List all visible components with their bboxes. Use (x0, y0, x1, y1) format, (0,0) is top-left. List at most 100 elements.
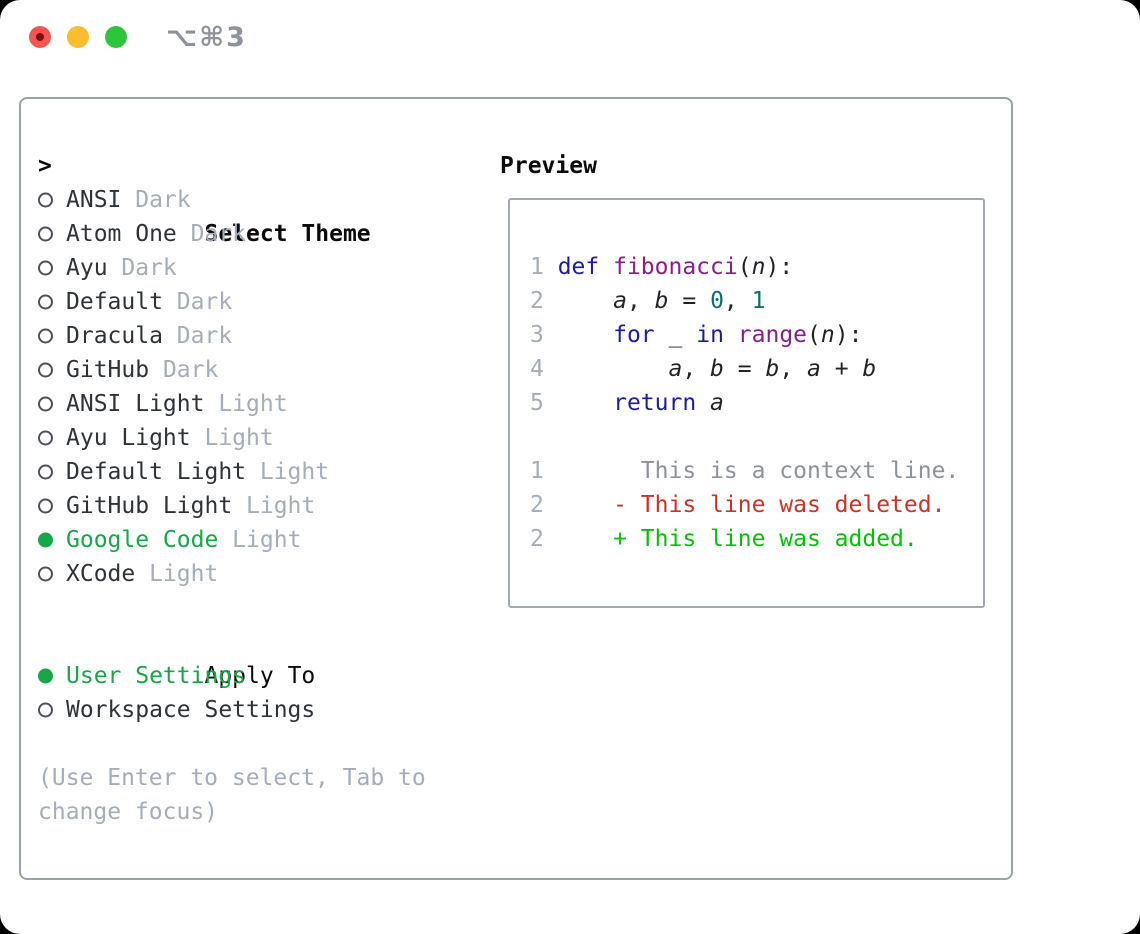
apply-option-user-settings[interactable]: User Settings (38, 659, 478, 693)
code-token: , (626, 288, 655, 314)
code-token (558, 322, 613, 348)
theme-option-default[interactable]: Default Dark (38, 285, 478, 319)
preview-line: 3 for _ in range(n): (530, 318, 983, 352)
radio-icon (38, 464, 53, 480)
theme-option-xcode[interactable]: XCode Light (38, 557, 478, 591)
code-token: def (557, 254, 614, 280)
select-theme-title: Select Theme (204, 221, 371, 247)
code-token: + This line was added. (557, 526, 918, 552)
minimize-button[interactable] (67, 26, 89, 48)
code-token: + (820, 356, 863, 382)
radio-icon (38, 294, 53, 310)
theme-option-ayu[interactable]: Ayu Dark (38, 251, 478, 285)
line-number: 2 (530, 526, 558, 552)
code-token: in (696, 322, 724, 348)
theme-option-default-light[interactable]: Default Light Light (38, 455, 478, 489)
radio-icon (38, 362, 53, 378)
code-token (558, 288, 613, 314)
preview-line: 1 def fibonacci(n): (530, 250, 983, 284)
code-token: range (737, 322, 808, 348)
code-token: _ (668, 322, 683, 348)
theme-variant: Light (246, 459, 330, 485)
hint-line: (Use Enter to select, Tab to (38, 765, 426, 791)
code-token: ( (807, 322, 821, 348)
code-token: b (862, 356, 877, 382)
apply-to-title: Apply To (204, 663, 316, 689)
radio-icon (38, 226, 53, 242)
theme-name: Ayu (66, 255, 108, 281)
theme-option-github-light[interactable]: GitHub Light Light (38, 489, 478, 523)
radio-icon (38, 192, 53, 208)
code-token (655, 322, 669, 348)
preview-line: 5 return a (530, 386, 983, 420)
theme-variant: Dark (149, 357, 219, 383)
theme-name: ANSI Light (66, 391, 205, 417)
titlebar: ⌥⌘3 (0, 0, 1140, 74)
code-token: a (613, 288, 627, 314)
hint-text: (Use Enter to select, Tab to change focus… (38, 761, 478, 829)
code-token: ): (834, 322, 863, 348)
preview-line: 2 a, b = 0, 1 (530, 284, 983, 318)
selected-radio-icon (38, 668, 53, 684)
selection-caret: > (38, 153, 52, 179)
code-token: ( (737, 254, 752, 280)
window-title: ⌥⌘3 (166, 22, 247, 53)
radio-icon (38, 260, 53, 276)
zoom-button[interactable] (105, 26, 127, 48)
code-token: This is a context line. (557, 458, 960, 484)
code-token: for (613, 322, 655, 348)
preview-line: 2 - This line was deleted. (530, 488, 983, 522)
theme-option-atom-one[interactable]: Atom One Dark (38, 217, 478, 251)
code-token: b (654, 288, 669, 314)
code-token: b (710, 356, 724, 382)
theme-option-google-code[interactable]: Google Code Light (38, 523, 478, 557)
theme-option-ansi-light[interactable]: ANSI Light Light (38, 387, 478, 421)
selected-radio-icon (38, 532, 53, 548)
theme-option-ayu-light[interactable]: Ayu Light Light (38, 421, 478, 455)
theme-name: Atom One (66, 221, 177, 247)
theme-name: Default (66, 289, 163, 315)
code-token: a (710, 390, 724, 416)
theme-name: GitHub (66, 357, 150, 383)
theme-variant: Dark (162, 289, 233, 315)
unsaved-indicator-dot (36, 33, 44, 41)
code-token: , (682, 356, 711, 382)
apply-option-workspace-settings[interactable]: Workspace Settings (38, 693, 478, 727)
code-token: a (668, 356, 683, 382)
line-number: 1 (530, 458, 558, 484)
radio-icon (38, 498, 53, 514)
code-token: 0 (710, 288, 724, 314)
code-token: n (751, 254, 766, 280)
radio-icon (38, 566, 53, 582)
theme-option-github[interactable]: GitHub Dark (38, 353, 478, 387)
theme-name: XCode (66, 561, 136, 587)
line-number: 1 (530, 254, 558, 280)
theme-name: Ayu Light (66, 425, 191, 451)
theme-option-dracula[interactable]: Dracula Dark (38, 319, 478, 353)
theme-variant: Dark (107, 255, 177, 281)
code-token (724, 322, 738, 348)
code-token: - This line was deleted. (557, 492, 946, 518)
code-token (558, 356, 669, 382)
theme-variant: Dark (162, 323, 233, 349)
theme-variant: Dark (121, 187, 191, 213)
code-token (696, 390, 710, 416)
code-token: = (723, 356, 766, 382)
theme-name: Default Light (66, 459, 247, 485)
theme-option-ansi[interactable]: ANSI Dark (38, 183, 478, 217)
close-button[interactable] (29, 26, 51, 48)
preview-title: Preview (500, 153, 597, 179)
code-token (682, 322, 696, 348)
theme-variant: Light (204, 391, 288, 417)
theme-name: Google Code (66, 527, 219, 553)
code-token: ): (765, 254, 794, 280)
theme-variant: Light (135, 561, 219, 587)
code-token: return (613, 390, 697, 416)
hint-line: change focus) (38, 799, 219, 825)
code-token (558, 390, 613, 416)
